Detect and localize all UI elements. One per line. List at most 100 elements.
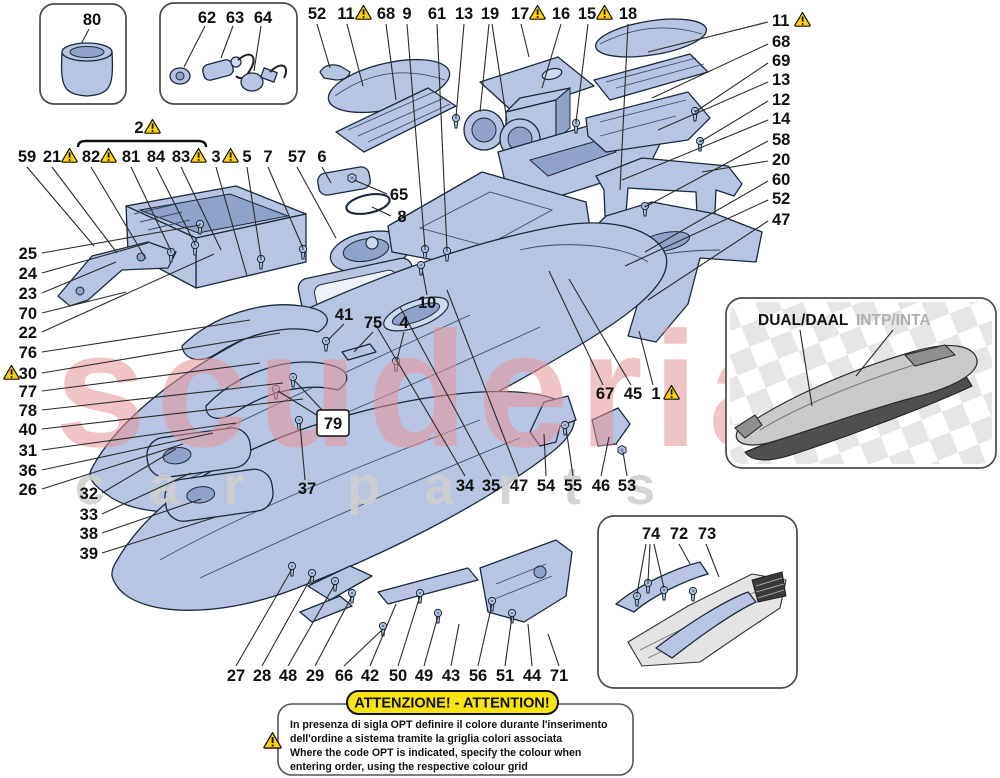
callout-bottom-51: 51 bbox=[496, 667, 514, 685]
callout-row2-57: 57 bbox=[288, 148, 306, 166]
callout-mid-79: 79 bbox=[324, 415, 342, 433]
callout-mid-67: 67 bbox=[596, 385, 614, 403]
callout-mid-1: 1 bbox=[651, 385, 660, 403]
callout-left-77: 77 bbox=[19, 383, 37, 401]
callout-row2-21: 21 bbox=[43, 148, 61, 166]
callout-79-frame bbox=[316, 409, 350, 437]
callout-row2-6: 6 bbox=[317, 148, 326, 166]
callout-mid-10: 10 bbox=[418, 294, 436, 312]
callout-top-9: 9 bbox=[402, 5, 411, 23]
callout-mid-45: 45 bbox=[624, 385, 642, 403]
callout-right-12: 12 bbox=[772, 91, 790, 109]
inset-box-variant: DUAL/DAAL INTP/INTA bbox=[725, 297, 997, 469]
callout-bottom-44: 44 bbox=[523, 667, 542, 685]
callout-mid-75: 75 bbox=[364, 314, 382, 332]
callout-left2-38: 38 bbox=[80, 525, 98, 543]
callout-mid-37: 37 bbox=[298, 480, 316, 498]
callout-left2-39: 39 bbox=[80, 545, 98, 563]
warning-icon bbox=[100, 147, 117, 163]
callout-left-23: 23 bbox=[19, 285, 37, 303]
callout-left-26: 26 bbox=[19, 481, 37, 499]
callout-bottom-50: 50 bbox=[389, 667, 407, 685]
callout-right-52: 52 bbox=[772, 190, 790, 208]
callout-right-58: 58 bbox=[772, 131, 790, 149]
warning-icon bbox=[596, 4, 613, 20]
callout-mid-65: 65 bbox=[390, 186, 408, 204]
callout-row2-82: 82 bbox=[82, 148, 100, 166]
callout-left-22: 22 bbox=[19, 324, 37, 342]
callout-top-61: 61 bbox=[428, 5, 446, 23]
callout-bottom-29: 29 bbox=[306, 667, 324, 685]
callout-mid-41: 41 bbox=[335, 306, 353, 324]
callout-top-68: 68 bbox=[377, 5, 395, 23]
warning-icon bbox=[529, 4, 546, 20]
callout-top-52: 52 bbox=[308, 5, 326, 23]
callout-midlower-35: 35 bbox=[482, 477, 500, 495]
warning-icon bbox=[222, 147, 239, 163]
warning-icon bbox=[794, 11, 811, 27]
warning-icon bbox=[3, 364, 20, 380]
callout-right-68: 68 bbox=[772, 33, 790, 51]
callout-mid-4: 4 bbox=[399, 314, 409, 332]
callout-bottom-71: 71 bbox=[550, 667, 568, 685]
callout-group-2: 2 bbox=[134, 119, 143, 137]
console-exploded-art bbox=[57, 18, 763, 637]
callout-left-78: 78 bbox=[19, 402, 37, 420]
callout-right-13: 13 bbox=[772, 71, 790, 89]
callout-midlower-53: 53 bbox=[618, 477, 636, 495]
callout-right-60: 60 bbox=[772, 171, 790, 189]
callout-top-19: 19 bbox=[481, 5, 499, 23]
attention-line1: In presenza di sigla OPT definire il col… bbox=[290, 719, 608, 731]
callout-bottom-66: 66 bbox=[335, 667, 353, 685]
callout-box-62: 62 bbox=[198, 9, 216, 27]
inset-box-62-64: 62 63 64 bbox=[159, 2, 298, 105]
callout-midlower-54: 54 bbox=[537, 477, 556, 495]
callout-midlower-34: 34 bbox=[456, 477, 475, 495]
callout-midlower-55: 55 bbox=[564, 477, 582, 495]
callout-right-14: 14 bbox=[772, 110, 791, 128]
callout-row2-81: 81 bbox=[122, 148, 140, 166]
callout-bottom-28: 28 bbox=[253, 667, 271, 685]
callout-left-31: 31 bbox=[19, 442, 37, 460]
inset-box-mats: 74 72 73 bbox=[597, 515, 798, 689]
callout-row2-3: 3 bbox=[211, 148, 220, 166]
attention-line4: entering order, using the respective col… bbox=[290, 761, 528, 773]
callout-left2-32: 32 bbox=[80, 485, 98, 503]
callout-mats-72: 72 bbox=[670, 525, 688, 543]
watermark: scuderia car parts bbox=[55, 298, 800, 516]
callout-mid-8: 8 bbox=[397, 208, 406, 226]
callout-row2-83: 83 bbox=[172, 148, 190, 166]
callout-left2-33: 33 bbox=[80, 506, 98, 524]
callout-right-47: 47 bbox=[772, 211, 790, 229]
callout-labels: 52 11 68 9 61 13 19 17 16 15 18 11 68 69… bbox=[3, 4, 811, 685]
callout-box-64: 64 bbox=[254, 9, 273, 27]
callout-right-11: 11 bbox=[772, 12, 789, 30]
attention-box: ATTENZIONE! - ATTENTION! In presenza di … bbox=[263, 690, 634, 776]
callout-midlower-47: 47 bbox=[510, 477, 528, 495]
callout-bottom-48: 48 bbox=[279, 667, 297, 685]
watermark-tagline: car parts bbox=[75, 456, 699, 516]
callout-row2-5: 5 bbox=[242, 148, 251, 166]
callout-box-63: 63 bbox=[226, 9, 244, 27]
callout-left-25: 25 bbox=[19, 245, 37, 263]
variant-primary-label: DUAL/DAAL bbox=[758, 312, 848, 329]
callout-mats-73: 73 bbox=[698, 525, 716, 543]
callout-row2-84: 84 bbox=[147, 148, 166, 166]
callout-left-30: 30 bbox=[19, 365, 37, 383]
callout-bottom-42: 42 bbox=[361, 667, 379, 685]
callout-top-15: 15 bbox=[578, 5, 596, 23]
callout-bottom-27: 27 bbox=[227, 667, 245, 685]
warning-icon bbox=[61, 147, 78, 163]
callout-top-11: 11 bbox=[337, 5, 354, 23]
callout-right-69: 69 bbox=[772, 52, 790, 70]
callout-left-70: 70 bbox=[19, 305, 37, 323]
callout-bottom-43: 43 bbox=[442, 667, 460, 685]
warning-icon bbox=[355, 4, 372, 20]
callout-left-36: 36 bbox=[19, 462, 37, 480]
callout-left-40: 40 bbox=[19, 421, 37, 439]
callout-left-24: 24 bbox=[19, 265, 38, 283]
callout-top-18: 18 bbox=[619, 5, 637, 23]
callout-midlower-46: 46 bbox=[592, 477, 610, 495]
